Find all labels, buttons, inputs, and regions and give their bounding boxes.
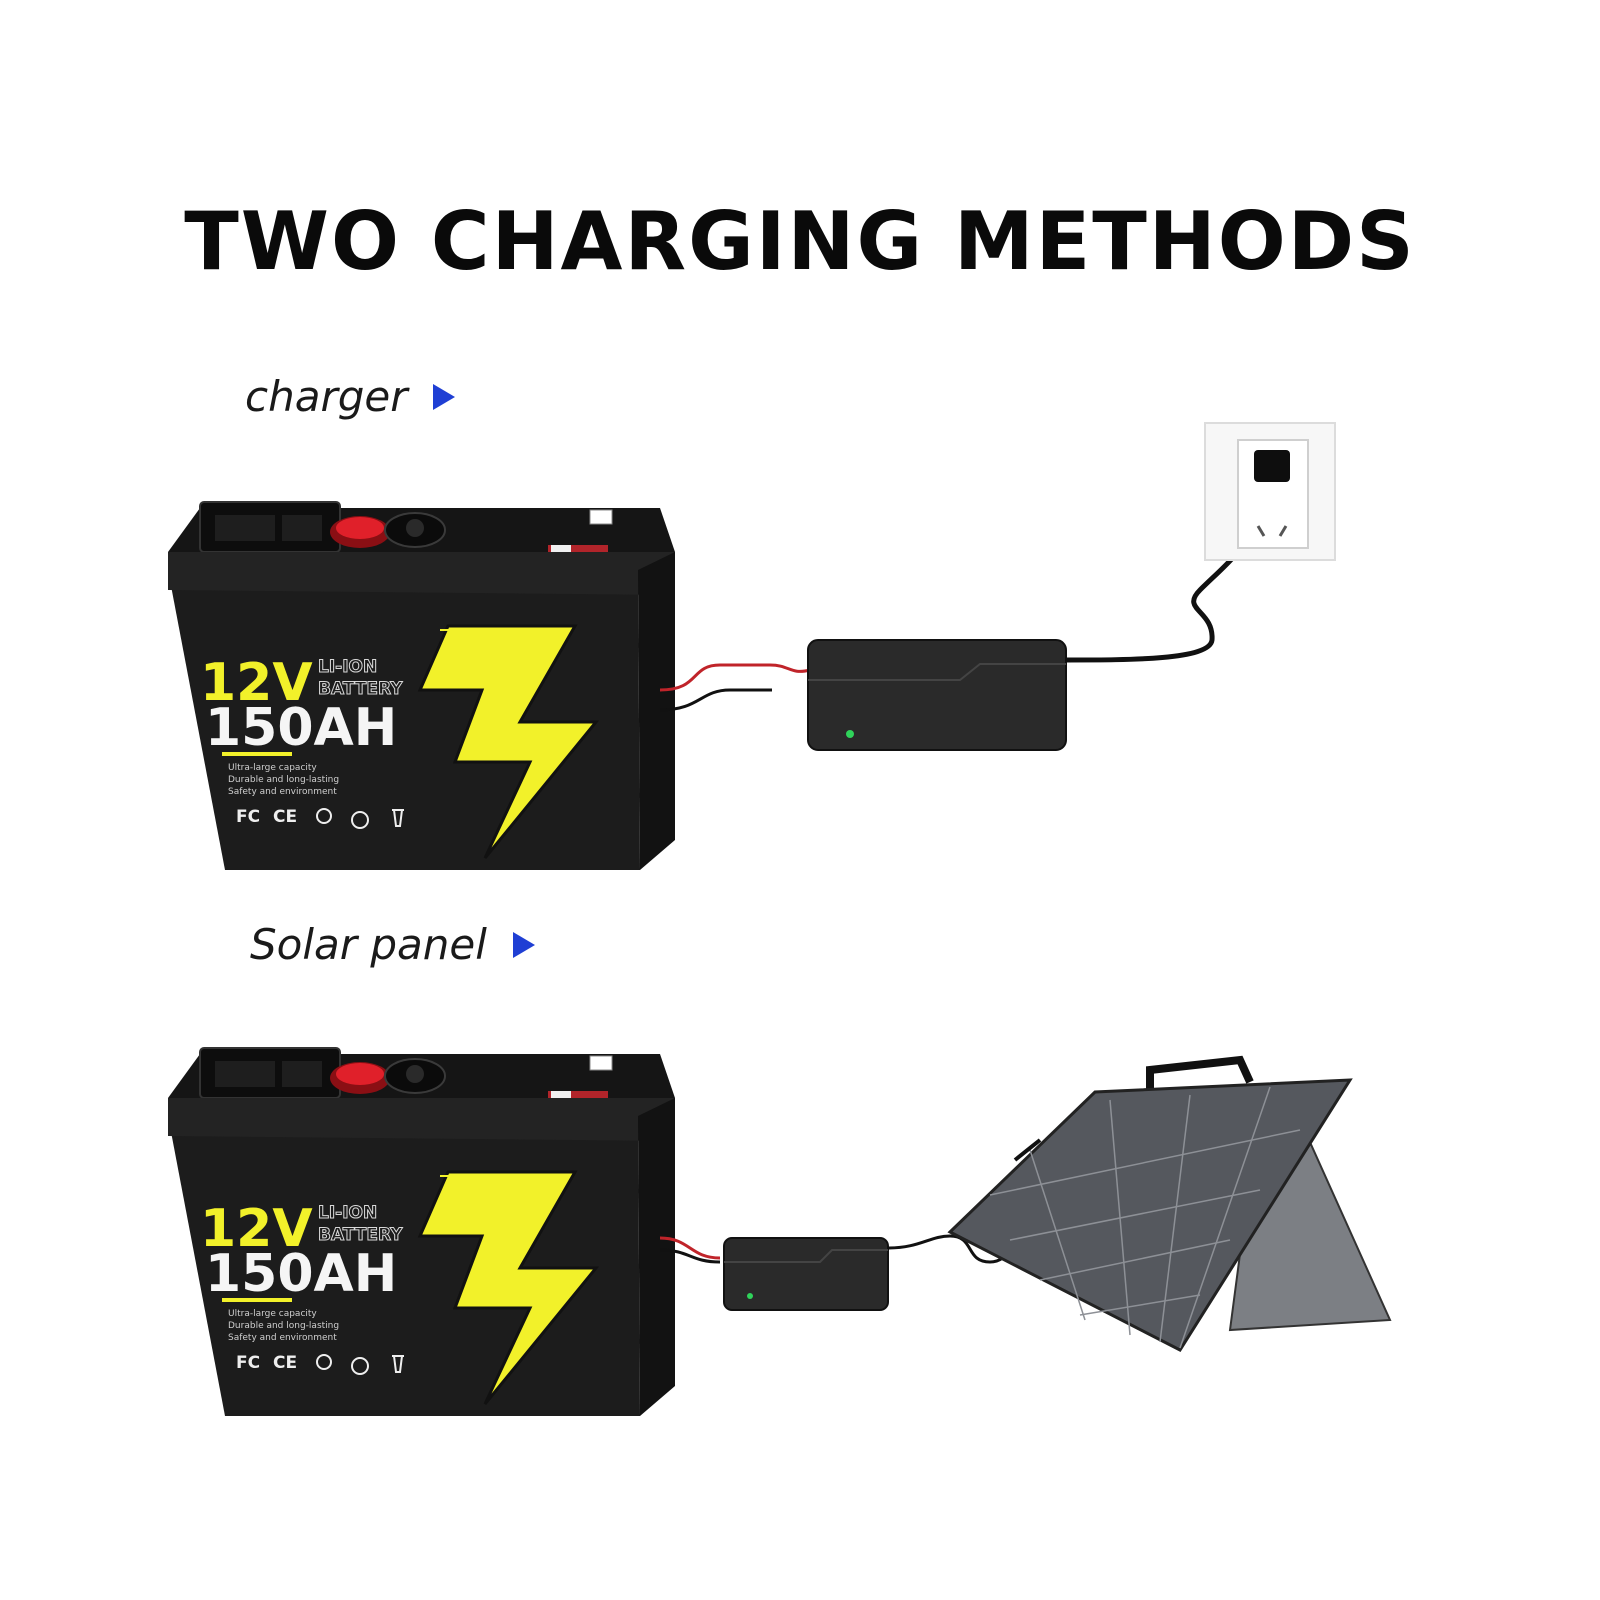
- battery-feature-2: Durable and long-lasting: [228, 775, 339, 785]
- section-label-text: charger: [245, 372, 408, 421]
- plug-icon: [1254, 450, 1290, 482]
- battery-chemistry-1: LI-ION: [318, 657, 377, 677]
- battery-feature-3: Safety and environment: [228, 1333, 337, 1343]
- section-label-text: Solar panel: [250, 920, 487, 969]
- led-icon: [846, 730, 854, 738]
- battery-bottom: 12V LI-ION BATTERY 150AH Ultra-large cap…: [166, 1046, 677, 1418]
- battery-chemistry-2: BATTERY: [318, 679, 403, 699]
- led-icon: [747, 1293, 753, 1299]
- cert-fc: FC: [236, 1353, 260, 1373]
- battery-capacity: 150AH: [205, 698, 397, 758]
- battery-feature-2: Durable and long-lasting: [228, 1321, 339, 1331]
- charge-controller: [723, 1237, 889, 1311]
- page-title: TWO CHARGING METHODS: [184, 195, 1416, 288]
- section-label-solar: Solar panel: [250, 920, 535, 969]
- cert-ce: CE: [273, 1353, 297, 1373]
- battery-feature-1: Ultra-large capacity: [228, 763, 317, 773]
- battery-voltage: 12V: [200, 1199, 313, 1259]
- wall-socket: [1204, 422, 1336, 561]
- battery-feature-3: Safety and environment: [228, 787, 337, 797]
- solar-panel: [947, 1055, 1392, 1352]
- play-triangle-icon: [512, 931, 535, 958]
- bin-icon: [392, 809, 404, 827]
- bin-icon: [392, 1355, 404, 1373]
- battery-top-labels: 12V LI-ION BATTERY 150AH Ultra-large cap…: [200, 653, 404, 829]
- recycle-icon: [316, 1354, 332, 1370]
- section-label-charger: charger: [245, 372, 456, 421]
- battery-chemistry-2: BATTERY: [318, 1225, 403, 1245]
- cert-ce: CE: [273, 807, 297, 827]
- cert-fc: FC: [236, 807, 260, 827]
- battery-chemistry-1: LI-ION: [318, 1203, 377, 1223]
- recycle-icon: [316, 808, 332, 824]
- battery-voltage: 12V: [200, 653, 313, 713]
- play-triangle-icon: [433, 383, 456, 410]
- charger-brick: [807, 639, 1067, 751]
- battery-feature-1: Ultra-large capacity: [228, 1309, 317, 1319]
- battery-capacity: 150AH: [205, 1244, 397, 1304]
